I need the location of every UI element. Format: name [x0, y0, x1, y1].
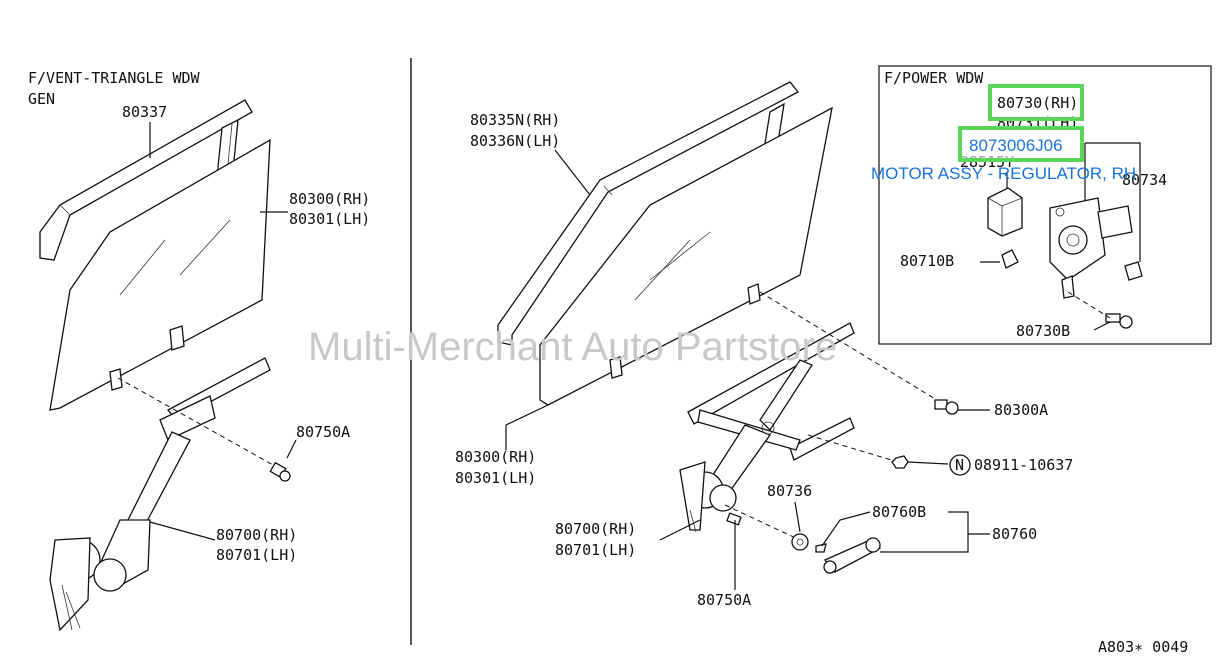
bolt-leader-dash: [117, 377, 283, 471]
left-panel-title: F/VENT-TRIANGLE WDW: [28, 69, 201, 87]
handle-drawing: [815, 537, 882, 574]
figure-code: A803∗ 0049: [1098, 638, 1188, 656]
right-bolt: [726, 512, 742, 526]
inset-title: F/POWER WDW: [884, 69, 984, 87]
regulator-drawing: [49, 357, 271, 632]
label-cap: 80734: [1122, 171, 1167, 189]
label-inset-reg-rh: 80730(RH): [997, 94, 1078, 112]
label-washer: 80736: [767, 482, 812, 500]
label-nut: 08911-10637: [974, 456, 1073, 474]
label-right-regulator-rh: 80700(RH): [555, 520, 636, 538]
label-right-glass-rh: 80300(RH): [455, 448, 536, 466]
label-clip: 80710B: [900, 252, 954, 270]
highlight-part-code[interactable]: 8073006J06: [969, 136, 1063, 155]
label-sash-rh: 80335N(RH): [470, 111, 560, 129]
label-right-regulator-lh: 80701(LH): [555, 541, 636, 559]
motor-drawing: [1049, 197, 1133, 299]
label-handle-b: 80760B: [872, 503, 926, 521]
label-glass-rh: 80300(RH): [289, 190, 370, 208]
label-sash-lh: 80336N(LH): [470, 132, 560, 150]
glass-drawing: [49, 138, 271, 411]
inset-bolt-drawing: [1105, 313, 1133, 329]
sensor-drawing: [987, 187, 1023, 237]
label-bolt-a: 80300A: [994, 401, 1048, 419]
label-glass-lh: 80301(LH): [289, 210, 370, 228]
label-bolt: 80750A: [296, 423, 350, 441]
power-window-inset: F/POWER WDW: [871, 65, 1212, 345]
highlight-box-part-number[interactable]: [988, 84, 1084, 121]
left-panel: F/VENT-TRIANGLE WDW GEN: [28, 69, 370, 632]
label-regulator-rh: 80700(RH): [216, 526, 297, 544]
label-weatherstrip: 80337: [122, 103, 167, 121]
label-right-glass-lh: 80301(LH): [455, 469, 536, 487]
label-right-bolt: 80750A: [697, 591, 751, 609]
nut-marker-circle: [949, 454, 971, 476]
washer-drawing: [791, 533, 809, 551]
label-regulator-lh: 80701(LH): [216, 546, 297, 564]
highlight-description[interactable]: MOTOR ASSY - REGULATOR, RH: [871, 164, 1136, 183]
right-bolt-a: [934, 399, 959, 415]
bolt-drawing: [269, 461, 291, 482]
right-nut: [891, 455, 909, 469]
clip-drawing: [1001, 249, 1019, 269]
right-panel: 80335N(RH) 80336N(LH) 80300(RH) 80301(LH…: [455, 81, 1073, 609]
cap-drawing: [1124, 261, 1143, 281]
nut-marker: N: [955, 456, 964, 474]
left-panel-subtitle: GEN: [28, 90, 55, 108]
watermark: Multi-Merchant Auto Partstore: [308, 325, 837, 369]
label-handle: 80760: [992, 525, 1037, 543]
inset-frame: [878, 65, 1212, 345]
highlight-box-part-code[interactable]: [958, 126, 1084, 162]
label-inset-bolt: 80730B: [1016, 322, 1070, 340]
right-regulator-drawing: [679, 322, 855, 533]
